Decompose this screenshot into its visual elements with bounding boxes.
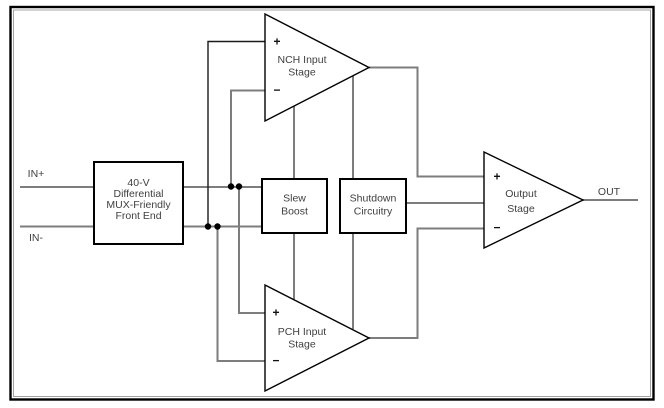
nch-label-line2: Stage [288,67,316,79]
slew-boost-label-line1: Slew [283,193,306,205]
front-end-label-line3: MUX-Friendly [106,199,171,211]
shutdown-circuitry-block [339,178,407,234]
wire-bottom-bus-to-pch-minus [216,226,265,362]
shutdown-label-line2: Circuitry [354,206,393,218]
output-stage-triangle [483,150,585,250]
output-stage-minus-sign: − [493,221,500,235]
nch-input-stage-triangle [264,12,371,123]
out-label: OUT [598,186,621,198]
output-stage-label-line2: Stage [507,203,535,215]
diagram-frame-border [9,5,655,401]
junction-dot [204,223,212,230]
front-end-label-line1: 40-V [127,177,149,189]
front-end-label-line2: Differential [114,188,164,200]
junction-dot [235,183,243,190]
in-plus-label: IN+ [28,168,45,180]
front-end-label-line4: Front End [115,210,161,222]
front-end-block [93,161,184,245]
slew-boost-block [261,178,328,234]
output-stage-label-line1: Output [505,188,537,200]
wire-bottom-bus-to-nch-plus [207,40,265,227]
nch-plus-sign: + [273,35,280,49]
pch-plus-sign: + [272,306,279,320]
diagram-frame-inner-border [13,9,651,397]
shutdown-label-line1: Shutdown [350,193,397,205]
slew-boost-label-line2: Boost [281,206,308,218]
junction-dot [227,183,235,190]
junction-dot [214,223,221,230]
pch-label-line2: Stage [288,339,316,351]
pch-input-stage-triangle [264,283,371,393]
pch-minus-sign: − [272,354,279,368]
nch-label-line1: NCH Input [277,54,326,66]
in-minus-label: IN- [29,232,44,244]
nch-minus-sign: − [273,83,280,97]
output-stage-plus-sign: + [493,170,500,184]
wire-nch-out-to-output-plus [369,66,484,178]
pch-label-line1: PCH Input [278,326,327,338]
wire-top-bus-to-pch-plus [238,186,265,314]
wire-top-bus-to-nch-minus [230,89,265,187]
wire-pch-out-to-output-minus [369,227,484,339]
